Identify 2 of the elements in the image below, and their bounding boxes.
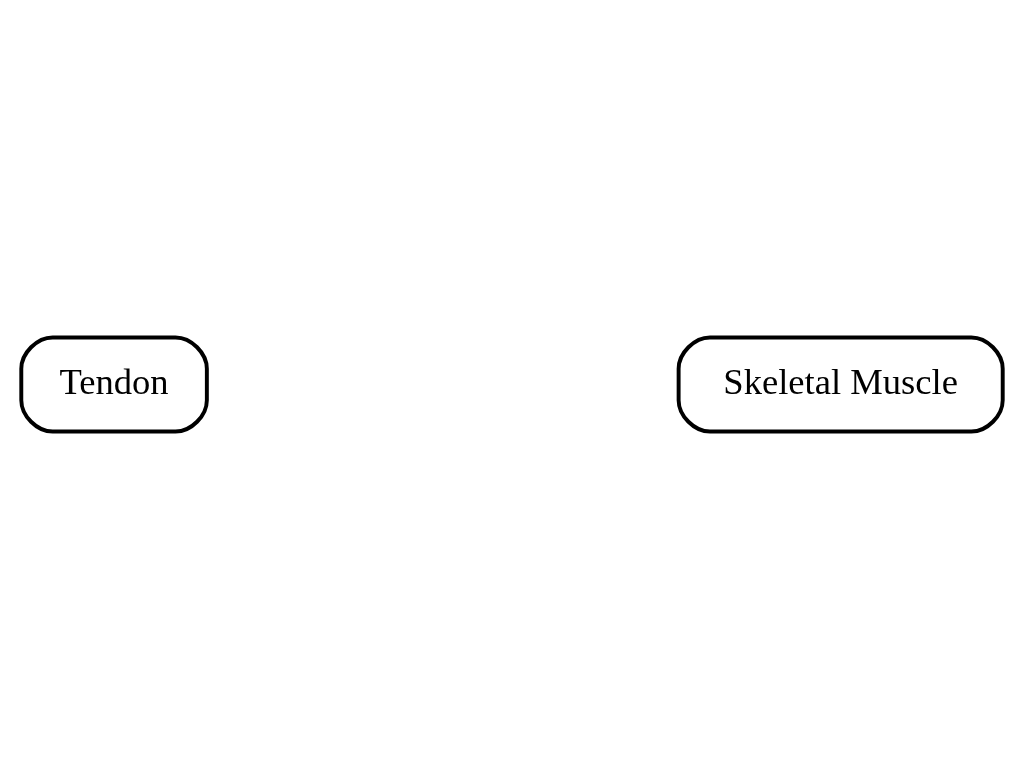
node-box: Skeletal Muscle <box>676 335 1005 433</box>
node-box: Tendon <box>19 335 209 433</box>
